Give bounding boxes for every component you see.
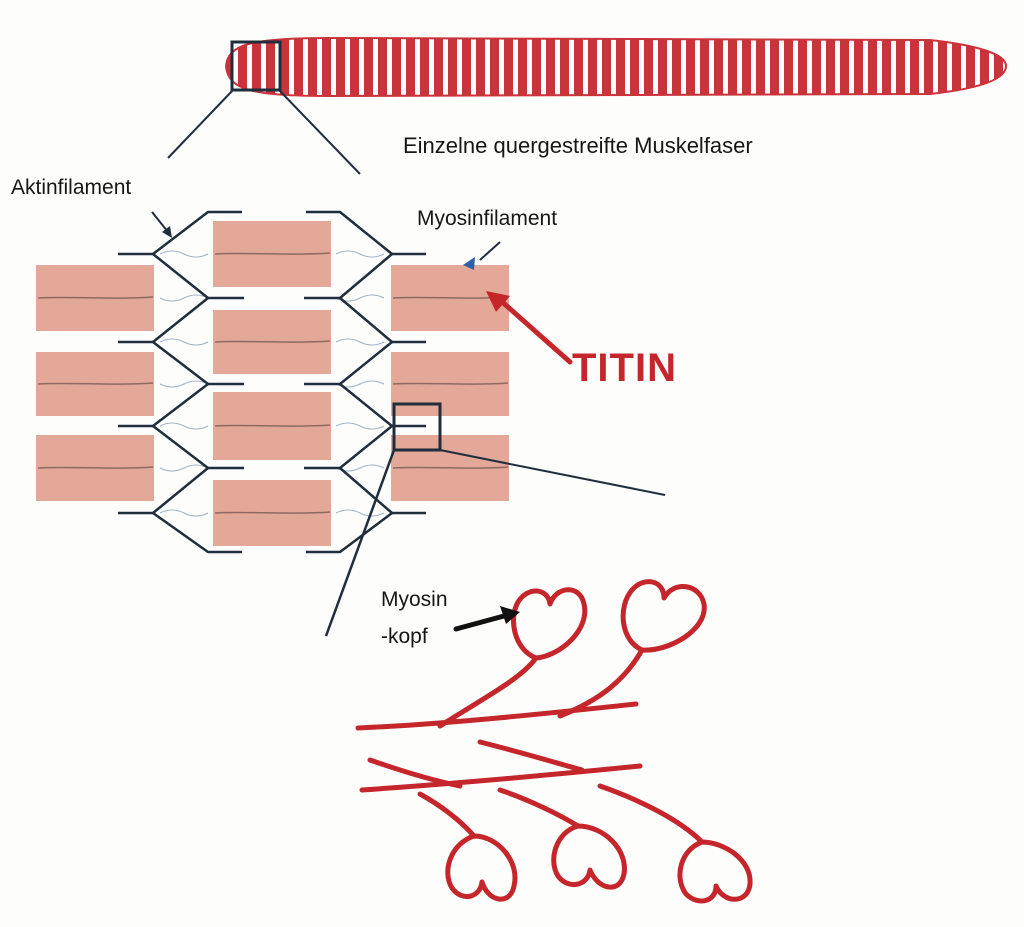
actin-strand-lower	[359, 763, 643, 793]
myosin-head	[551, 823, 627, 890]
muscle-fiber-shape	[224, 36, 1008, 98]
myosin-head	[511, 587, 588, 661]
muscle-fiber	[167, 36, 1008, 175]
fiber-zoom-box	[230, 40, 282, 92]
titin-label: TITIN	[572, 346, 677, 390]
myosin-head-drawing	[355, 579, 753, 904]
fiber-label: Einzelne quergestreifte Muskelfaser	[403, 133, 753, 158]
myosin-head	[677, 839, 753, 904]
fiber-zoom-line-right	[278, 89, 361, 175]
myosin-pointer-arrow	[463, 241, 501, 270]
myosin-filament-label: Myosinfilament	[417, 207, 558, 230]
myosin-head-label-line2: -kopf	[381, 625, 428, 648]
myosin-head	[620, 579, 707, 653]
marker-triangle	[463, 257, 475, 270]
crossbridge-zoom	[324, 402, 666, 637]
myosin-head	[445, 833, 518, 902]
crossbridge-zoom-box	[392, 402, 442, 452]
titin-lines	[159, 250, 385, 517]
actin-label: Aktinfilament	[11, 176, 132, 199]
myosin-head-label-line1: Myosin	[381, 588, 448, 611]
actin-strand-upper	[355, 701, 639, 731]
myosin-head-pointer-arrow	[453, 606, 520, 632]
actin-filament-lattice	[118, 210, 426, 554]
myosin-filament-blocks	[36, 221, 509, 546]
actin-pointer-arrow	[151, 211, 172, 238]
fiber-zoom-line-left	[167, 89, 234, 159]
titin-arrow	[486, 291, 573, 365]
